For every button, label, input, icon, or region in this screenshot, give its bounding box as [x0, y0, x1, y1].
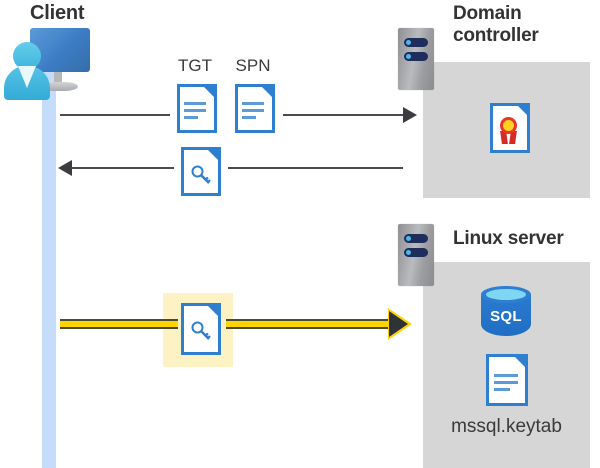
sql-database-icon: SQL	[481, 286, 531, 344]
response-line-right	[228, 167, 403, 169]
spn-label: SPN	[235, 56, 271, 75]
doc-line	[242, 116, 256, 119]
page-fold	[259, 84, 275, 100]
doc-line	[494, 388, 510, 391]
key-document-icon	[181, 147, 221, 196]
ticket-line-right	[226, 319, 393, 329]
linux-server-title: Linux server	[453, 228, 564, 249]
domain-controller-title-line1: Domain	[453, 3, 522, 24]
tgt-document-icon	[177, 84, 217, 133]
doc-line	[242, 109, 264, 112]
doc-line	[184, 116, 198, 119]
linux-server-server-icon	[398, 224, 434, 286]
doc-line	[494, 374, 518, 377]
request-line-right	[283, 114, 403, 116]
server-bay	[404, 234, 428, 243]
monitor-stand	[54, 72, 62, 84]
document-page	[181, 147, 221, 196]
client-lifeline	[42, 68, 56, 468]
ticket-arrowhead	[389, 311, 408, 337]
domain-controller-title-line2: controller	[453, 25, 539, 47]
doc-line	[494, 381, 518, 384]
ticket-key-document-icon	[181, 303, 221, 355]
response-arrowhead	[58, 160, 72, 176]
key-glyph-icon	[191, 165, 211, 184]
page-fold	[205, 303, 221, 319]
user-computer-icon	[4, 28, 94, 100]
domain-controller-title: Domain controller	[453, 3, 593, 47]
page-fold	[201, 84, 217, 100]
monitor-base	[40, 82, 78, 91]
client-title: Client	[30, 2, 85, 24]
sql-label: SQL	[490, 308, 522, 325]
page-fold	[205, 147, 221, 163]
doc-line	[242, 102, 264, 105]
page-fold	[512, 354, 528, 370]
request-line-left	[60, 114, 170, 116]
certificate-icon	[490, 103, 530, 153]
person-head-icon	[13, 42, 41, 70]
keytab-filename-label: mssql.keytab	[451, 416, 562, 437]
document-page	[181, 303, 221, 355]
server-bay	[404, 52, 428, 61]
ticket-line-left	[60, 319, 178, 329]
key-glyph-icon	[191, 321, 211, 340]
request-arrowhead	[403, 107, 417, 123]
response-line-left	[72, 167, 174, 169]
doc-line	[184, 109, 206, 112]
tgt-label: TGT	[178, 56, 212, 75]
domain-controller-server-icon	[398, 28, 434, 90]
server-bay	[404, 248, 428, 257]
cylinder-top-inner	[486, 289, 526, 300]
seal-icon	[500, 117, 517, 134]
page-fold	[515, 103, 530, 118]
keytab-document-icon	[486, 354, 528, 406]
doc-line	[184, 102, 206, 105]
spn-document-icon	[235, 84, 275, 133]
server-bay	[404, 38, 428, 47]
